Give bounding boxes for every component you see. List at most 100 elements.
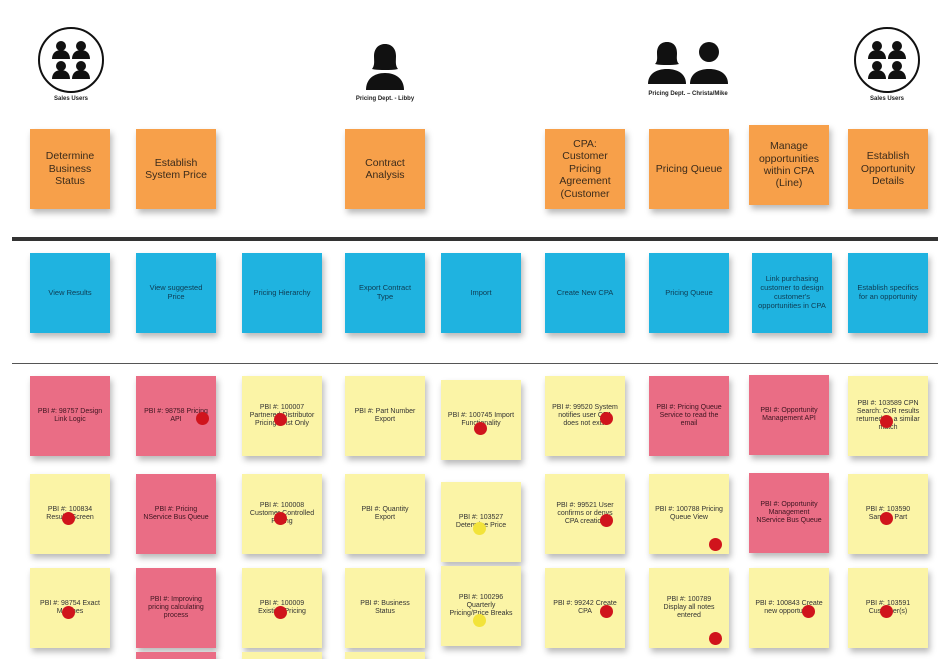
section-divider-thick: [12, 237, 938, 241]
yellow-dot-marker: [473, 614, 486, 627]
story-label: PBI #: 99242 Create CPA: [553, 599, 617, 615]
story-label: PBI #: Pricing NService Bus Queue: [143, 505, 209, 521]
red-dot-marker: [274, 413, 287, 426]
story-note[interactable]: PBI #: Quantity Export: [345, 474, 425, 554]
story-note[interactable]: PBI #: 103591 Customer(s): [848, 568, 928, 648]
story-note[interactable]: PBI #: Part Number Export: [345, 376, 425, 456]
story-label: PBI #: Improving pricing calculating pro…: [148, 595, 204, 620]
persona-sales-users-left: Sales Users: [36, 27, 106, 102]
activity-note[interactable]: CPA: Customer Pricing Agreement (Custome…: [545, 129, 625, 209]
feature-note[interactable]: Import: [441, 253, 521, 333]
activity-note[interactable]: Pricing Queue: [649, 129, 729, 209]
activity-note[interactable]: Establish Opportunity Details: [848, 129, 928, 209]
red-dot-marker: [600, 514, 613, 527]
story-note[interactable]: PBI #: 99521 User confirms or denys CPA …: [545, 474, 625, 554]
partial-note: [242, 652, 322, 659]
red-dot-marker: [196, 412, 209, 425]
story-note[interactable]: PBI #: 100008 Customer Controlled Pricin…: [242, 474, 322, 554]
story-note[interactable]: PBI #: 100843 Create new opportunity: [749, 568, 829, 648]
story-label: PBI #: 100789 Display all notes entered: [663, 595, 715, 620]
single-woman-icon: [345, 40, 425, 95]
story-note[interactable]: PBI #: Pricing NService Bus Queue: [136, 474, 216, 554]
activity-note[interactable]: Contract Analysis: [345, 129, 425, 209]
persona-label: Pricing Dept. - Libby: [355, 96, 415, 102]
feature-label: View Results: [48, 287, 92, 297]
story-note[interactable]: PBI #: 103527 Determine Price: [441, 482, 521, 562]
red-dot-marker: [880, 605, 893, 618]
group-users-icon: [38, 27, 104, 93]
story-note[interactable]: PBI #: Improving pricing calculating pro…: [136, 568, 216, 648]
story-note[interactable]: PBI #: Opportunity Management NService B…: [749, 473, 829, 553]
story-label: PBI #: Part Number Export: [354, 407, 416, 423]
story-note[interactable]: PBI #: 100788 Pricing Queue View: [649, 474, 729, 554]
story-label: PBI #: Opportunity Management API: [760, 406, 818, 422]
activity-label: CPA: Customer Pricing Agreement (Custome…: [559, 138, 611, 200]
two-people-icon: [638, 40, 738, 89]
red-dot-marker: [802, 605, 815, 618]
story-note[interactable]: PBI #: 100745 Import Functionality: [441, 380, 521, 460]
feature-note[interactable]: Link purchasing customer to design custo…: [752, 253, 832, 333]
story-note[interactable]: PBI #: 100007 Partnered Distributor Pric…: [242, 376, 322, 456]
persona-sales-users-right: Sales Users: [852, 27, 922, 102]
story-note[interactable]: PBI #: Opportunity Management API: [749, 375, 829, 455]
activity-note[interactable]: Manage opportunities within CPA (Line): [749, 125, 829, 205]
red-dot-marker: [600, 412, 613, 425]
story-note[interactable]: PBI #: 100296 Quarterly Pricing/Price Br…: [441, 566, 521, 646]
red-dot-marker: [474, 422, 487, 435]
feature-label: View suggested Price: [149, 283, 203, 301]
persona-label: Sales Users: [869, 96, 905, 102]
story-note[interactable]: PBI #: 100789 Display all notes entered: [649, 568, 729, 648]
feature-label: Pricing Hierarchy: [253, 287, 311, 297]
red-dot-marker: [600, 605, 613, 618]
story-note[interactable]: PBI #: 100009 Existing Pricing: [242, 568, 322, 648]
feature-note[interactable]: Pricing Queue: [649, 253, 729, 333]
persona-label: Sales Users: [53, 96, 89, 102]
feature-label: Link purchasing customer to design custo…: [758, 274, 826, 310]
red-dot-marker: [274, 512, 287, 525]
feature-note[interactable]: Export Contract Type: [345, 253, 425, 333]
story-label: PBI #: Quantity Export: [361, 505, 409, 521]
feature-note[interactable]: Pricing Hierarchy: [242, 253, 322, 333]
red-dot-marker: [62, 606, 75, 619]
section-divider-thin: [12, 363, 938, 364]
story-note[interactable]: PBI #: 99242 Create CPA: [545, 568, 625, 648]
story-label: PBI #: 100788 Pricing Queue View: [655, 505, 723, 521]
story-note[interactable]: PBI #: 98757 Design Link Logic: [30, 376, 110, 456]
activity-label: Establish System Price: [145, 156, 207, 181]
story-note[interactable]: PBI #: 98758 Pricing API: [136, 376, 216, 456]
feature-note[interactable]: View Results: [30, 253, 110, 333]
yellow-dot-marker: [473, 522, 486, 535]
feature-label: Export Contract Type: [358, 283, 412, 301]
story-note[interactable]: PBI #: Pricing Queue Service to read the…: [649, 376, 729, 456]
story-label: PBI #: 100843 Create new opportunity: [755, 599, 823, 615]
feature-note[interactable]: Create New CPA: [545, 253, 625, 333]
story-note[interactable]: PBI #: Business Status: [345, 568, 425, 648]
story-note[interactable]: PBI #: 99520 System notifies user CPA do…: [545, 376, 625, 456]
partial-note: [345, 652, 425, 659]
red-dot-marker: [274, 606, 287, 619]
activity-label: Contract Analysis: [365, 156, 405, 181]
red-dot-marker: [709, 538, 722, 551]
persona-pricing-libby: Pricing Dept. - Libby: [345, 40, 425, 102]
activity-note[interactable]: Determine Business Status: [30, 129, 110, 209]
feature-label: Create New CPA: [556, 287, 614, 297]
feature-label: Establish specifics for an opportunity: [857, 283, 919, 301]
group-users-icon: [854, 27, 920, 93]
story-note[interactable]: PBI #: 100834 Results Screen: [30, 474, 110, 554]
story-label: PBI #: 100296 Quarterly Pricing/Price Br…: [449, 593, 513, 618]
story-note[interactable]: PBI #: 103589 CPN Search: CxR results re…: [848, 376, 928, 456]
activity-label: Manage opportunities within CPA (Line): [758, 140, 820, 190]
persona-pricing-christa-mike: Pricing Dept. – Christa/Mike: [638, 40, 738, 97]
feature-note[interactable]: View suggested Price: [136, 253, 216, 333]
activity-label: Determine Business Status: [45, 150, 95, 188]
activity-note[interactable]: Establish System Price: [136, 129, 216, 209]
story-note[interactable]: PBI #: 103590 Sample Part: [848, 474, 928, 554]
red-dot-marker: [62, 512, 75, 525]
story-note[interactable]: PBI #: 98754 Exact Matches: [30, 568, 110, 648]
story-label: PBI #: 99521 User confirms or denys CPA …: [556, 501, 614, 526]
feature-note[interactable]: Establish specifics for an opportunity: [848, 253, 928, 333]
story-label: PBI #: 99520 System notifies user CPA do…: [552, 403, 618, 428]
story-label: PBI #: 98757 Design Link Logic: [37, 407, 103, 423]
story-label: PBI #: Pricing Queue Service to read the…: [656, 403, 722, 428]
